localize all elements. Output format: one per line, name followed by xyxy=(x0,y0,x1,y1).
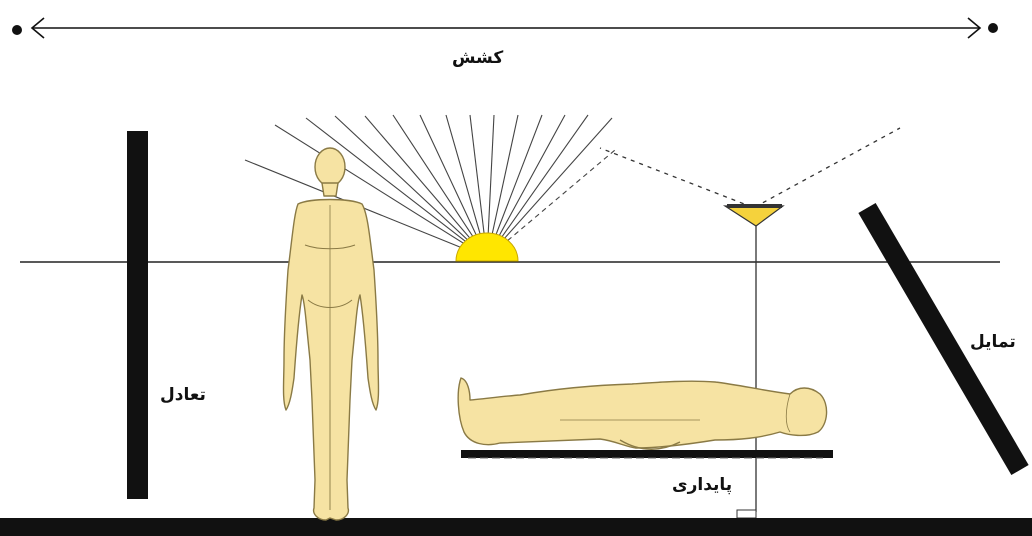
right-endpoint-dot xyxy=(988,23,998,33)
balance-bar xyxy=(127,131,148,499)
lamp-light-lines xyxy=(600,128,900,207)
lying-board xyxy=(461,450,833,458)
inclination-label: تمایل xyxy=(970,332,1016,352)
left-endpoint-dot xyxy=(12,25,22,35)
balance-label: تعادل xyxy=(160,385,206,405)
hanging-lamp-icon xyxy=(725,204,783,518)
ground-bar xyxy=(0,518,1032,536)
stability-label: پایداری xyxy=(672,475,732,495)
attraction-arrow xyxy=(32,18,980,38)
attraction-label: کشش xyxy=(452,48,503,68)
lying-human-icon xyxy=(458,378,826,449)
standing-human-icon xyxy=(284,148,379,520)
